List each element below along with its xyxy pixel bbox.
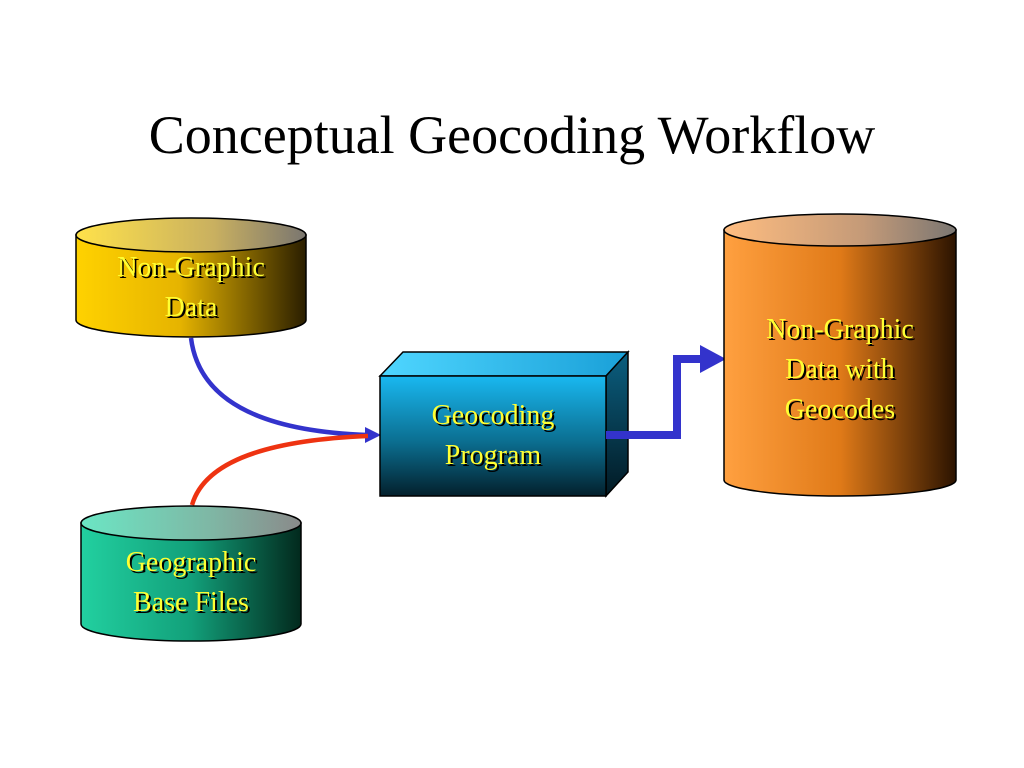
box-geocoding-program [378,350,630,498]
cylinder-geocoded-output [723,213,957,497]
connector-basefiles-to-program [189,433,369,506]
slide-title: Conceptual Geocoding Workflow [148,105,876,165]
cylinder-geographic-base-files [80,505,302,642]
label-geocoded-output: Non-Graphic Data with Geocodes [766,314,914,425]
label-geographic-base-files: Geographic Base Files [125,547,257,618]
connector-program-to-output [606,355,703,439]
arrowhead-data-to-program [365,427,381,443]
label-geocoding-program: Geocoding Program [431,400,555,471]
connector-data-to-program [188,337,369,438]
cylinder-non-graphic-data [75,217,307,338]
label-non-graphic-data: Non-Graphic Data [117,252,265,323]
arrowhead-program-to-output [700,345,726,373]
